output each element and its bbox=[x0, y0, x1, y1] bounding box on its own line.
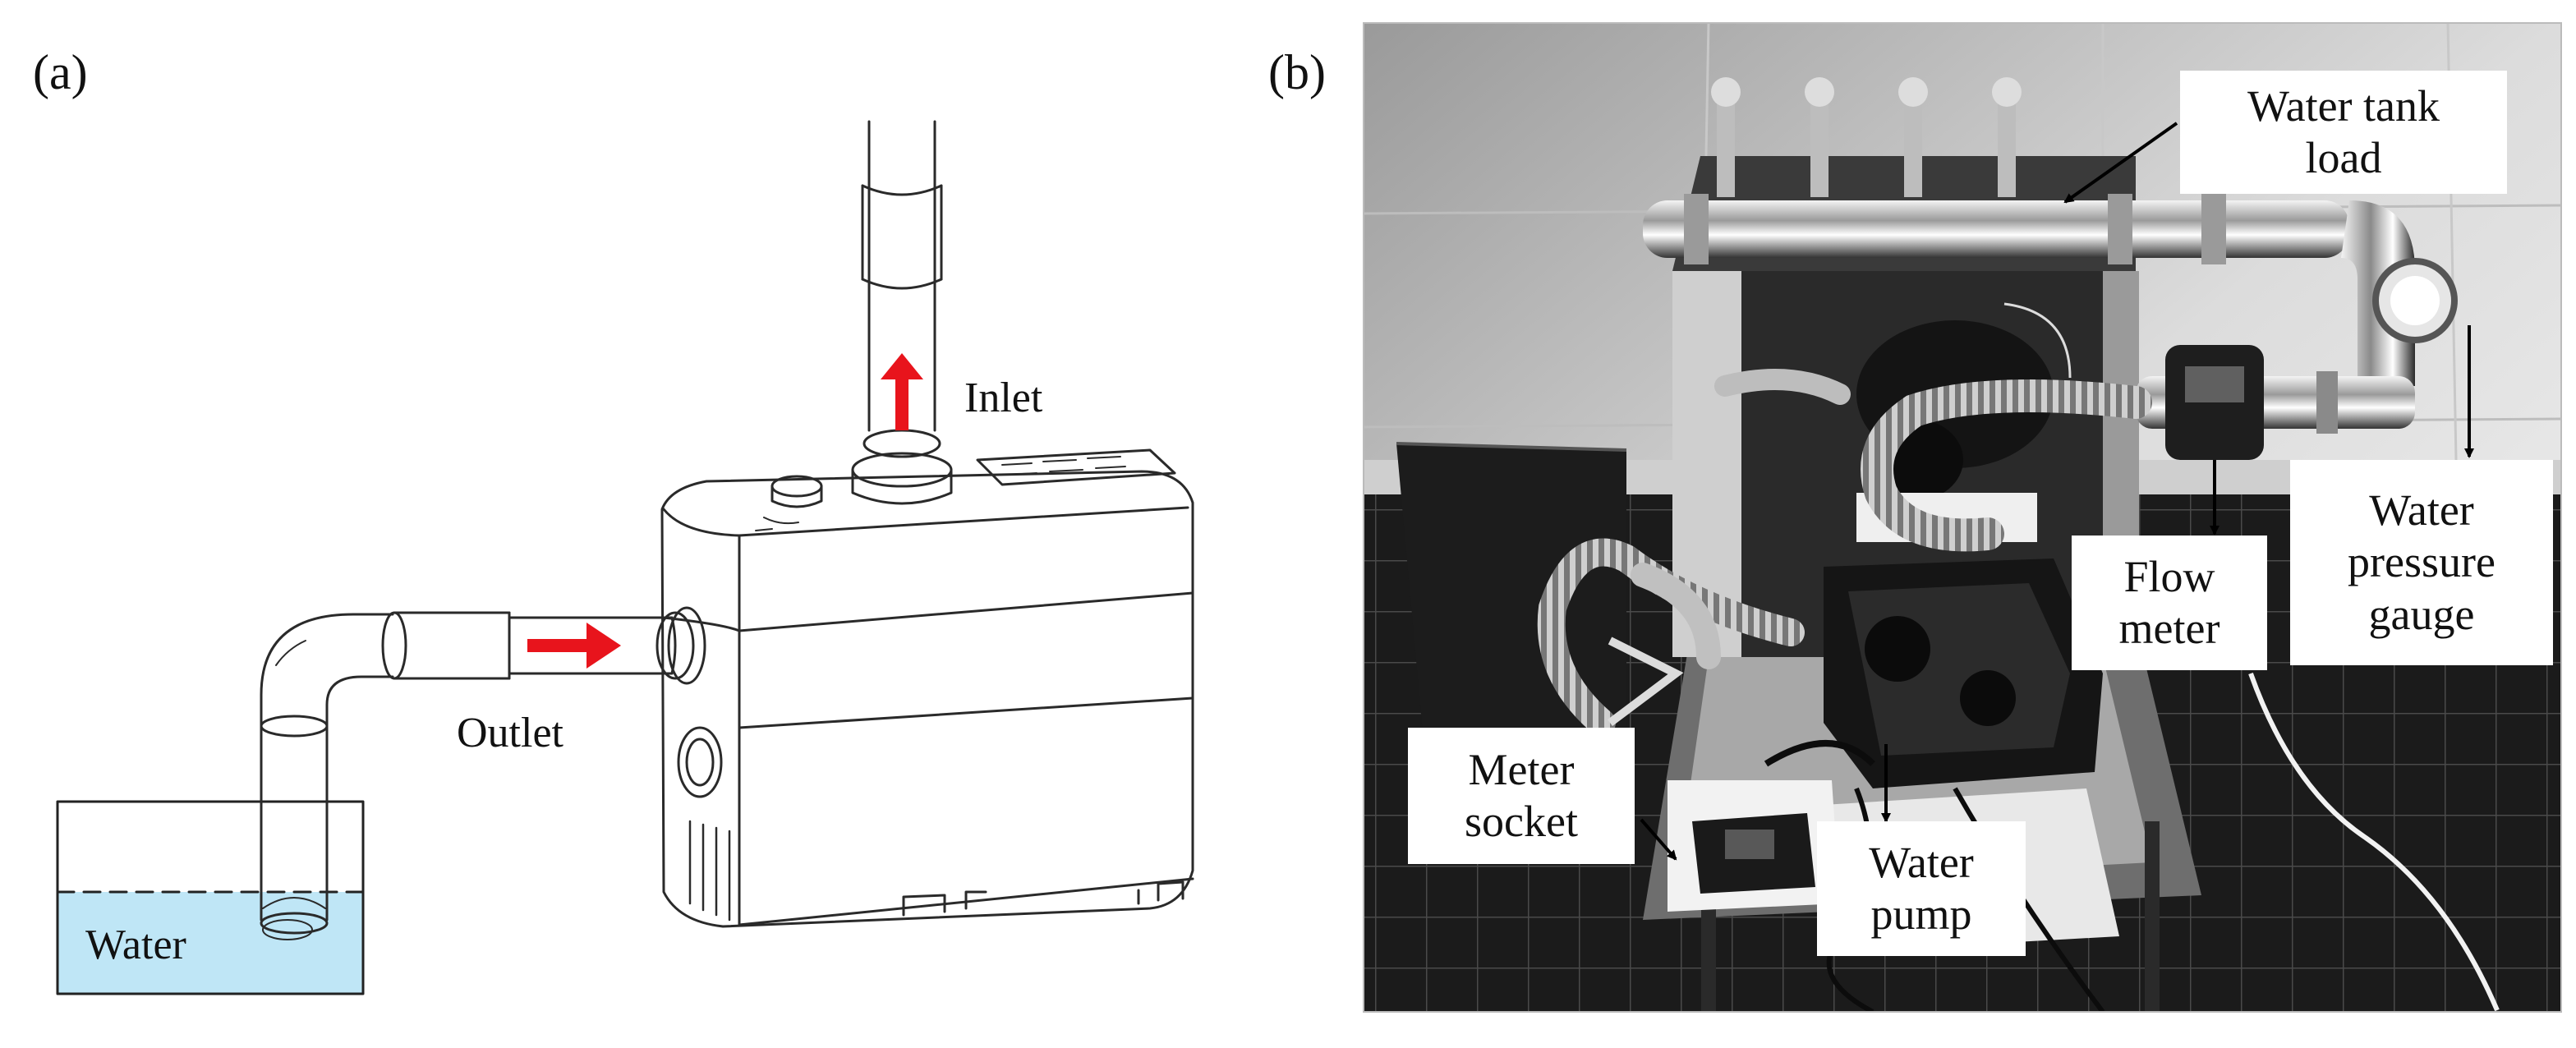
outlet-flow-arrow bbox=[527, 623, 621, 669]
callout-flow-meter-line-2: meter bbox=[2118, 604, 2220, 653]
callout-water-pump: Water pump bbox=[1817, 821, 2026, 956]
flow-arrows bbox=[527, 353, 923, 669]
arrow-water-tank-load bbox=[2063, 122, 2178, 204]
arrow-meter-socket bbox=[1640, 818, 1677, 861]
callout-water-tank-load-line-1: Water tank bbox=[2247, 80, 2440, 131]
callout-flow-meter: Flow meter bbox=[2072, 535, 2267, 670]
inlet-pipe bbox=[851, 120, 953, 505]
outlet-label: Outlet bbox=[457, 710, 564, 756]
panel-b-label: (b) bbox=[1268, 45, 1326, 99]
callout-water-pump-line-1: Water bbox=[1869, 837, 1974, 887]
callout-pressure-gauge: Water pressure gauge bbox=[2290, 460, 2553, 665]
suction-pipe bbox=[260, 613, 394, 940]
panel-a-label: (a) bbox=[33, 45, 88, 99]
inlet-flow-arrow bbox=[881, 353, 923, 430]
callout-arrows bbox=[1640, 122, 2474, 861]
callout-meter-socket: Meter socket bbox=[1408, 728, 1635, 864]
panel-a-schematic bbox=[56, 120, 1194, 995]
pump-body bbox=[660, 448, 1194, 928]
callout-water-pump-line-2: pump bbox=[1870, 889, 1972, 939]
callout-meter-socket-line-2: socket bbox=[1465, 797, 1578, 846]
callout-pressure-gauge-line-3: gauge bbox=[2368, 589, 2475, 639]
callout-pressure-gauge-line-1: Water bbox=[2369, 485, 2474, 535]
callout-meter-socket-line-1: Meter bbox=[1468, 744, 1575, 794]
water-container bbox=[56, 800, 365, 995]
photo-frame bbox=[1363, 22, 2562, 1013]
inlet-label: Inlet bbox=[964, 375, 1043, 421]
callout-flow-meter-line-1: Flow bbox=[2123, 551, 2215, 601]
callout-pressure-gauge-line-2: pressure bbox=[2348, 537, 2496, 587]
photo-valves bbox=[1711, 77, 2022, 197]
callout-water-tank-load-line-2: load bbox=[2305, 133, 2382, 182]
outlet-pipe bbox=[381, 606, 706, 685]
water-label: Water bbox=[85, 922, 186, 968]
callout-water-tank-load: Water tank load bbox=[2180, 71, 2507, 194]
